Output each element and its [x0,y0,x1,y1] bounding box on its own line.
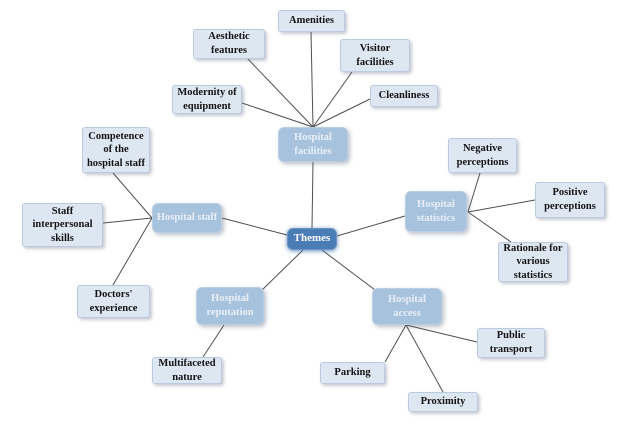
node-hospital-reputation: Hospital reputation [196,287,264,325]
node-doctors-experience: Doctors' experience [77,285,150,318]
edge-themes-facilities [311,161,314,229]
node-hospital-access: Hospital access [372,288,442,325]
node-cleanliness: Cleanliness [370,85,438,107]
edge-statistics-rationale [467,211,512,243]
edge-themes-access [321,249,376,291]
edge-facilities-aesthetic [246,57,314,128]
node-hospital-facilities: Hospital facilities [278,127,348,162]
node-proximity: Proximity [408,392,478,412]
node-themes: Themes [287,228,337,250]
node-multifaceted-nature: Multifaceted nature [152,357,222,384]
node-positive-perceptions: Positive perceptions [535,182,605,218]
node-public-transport: Public transport [477,328,545,358]
edge-themes-statistics [336,215,406,237]
node-visitor-facilities: Visitor facilities [340,39,410,72]
edge-staff-competence [112,172,153,219]
node-staff-interpersonal-skills: Staff interpersonal skills [22,203,103,247]
node-parking: Parking [320,362,385,384]
node-modernity-of-equipment: Modernity of equipment [172,85,242,114]
edge-themes-staff [221,217,288,236]
edge-statistics-negative [467,172,481,213]
node-competence-of-staff: Competence of the hospital staff [82,127,150,173]
node-rationale-for-statistics: Rationale for various statistics [498,242,568,282]
edge-statistics-positive [467,199,536,213]
edge-access-parking [384,324,407,363]
edge-facilities-modernity [241,102,314,128]
edge-facilities-cleanliness [312,98,371,128]
edge-reputation-multifaceted [202,324,225,358]
node-amenities: Amenities [278,10,345,32]
edge-themes-reputation [259,249,304,293]
edge-access-publictransport [405,324,478,343]
edge-staff-doctors [112,217,153,286]
edge-access-proximity [405,324,444,393]
node-hospital-staff: Hospital staff [152,203,222,233]
node-negative-perceptions: Negative perceptions [448,138,517,173]
node-hospital-statistics: Hospital statistics [405,191,467,232]
node-aesthetic-features: Aesthetic features [193,29,265,59]
edge-facilities-amenities [310,31,314,128]
edge-staff-interpersonal [102,217,153,224]
edge-facilities-visitor [312,71,353,128]
